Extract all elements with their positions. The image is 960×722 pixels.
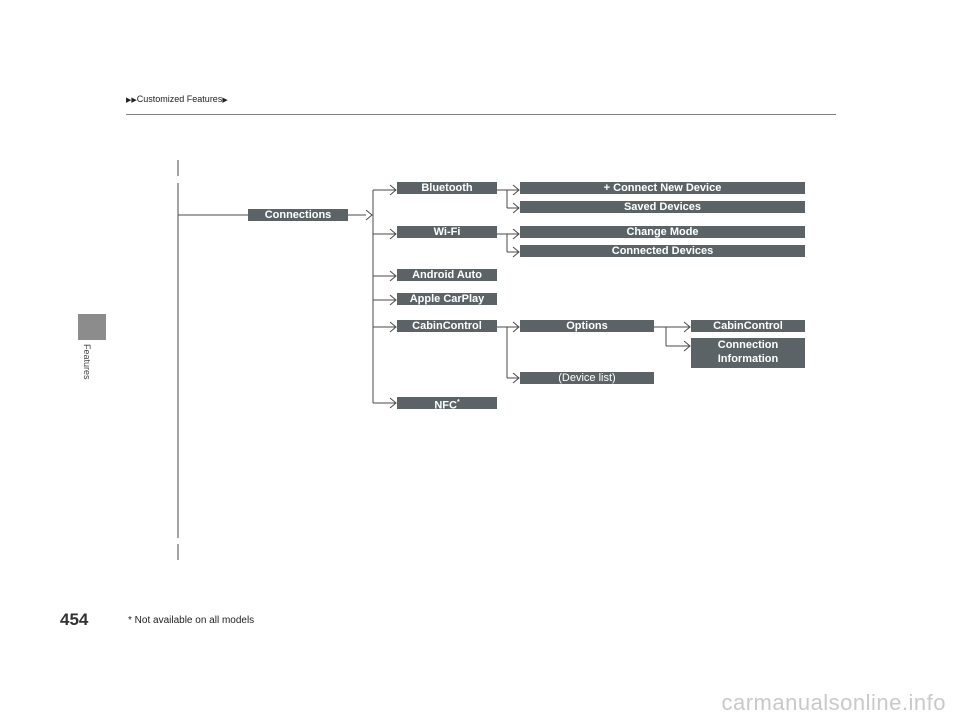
apple-carplay-node[interactable]: Apple CarPlay [397, 293, 497, 305]
footnote: * Not available on all models [128, 615, 255, 626]
change-mode-node[interactable]: Change Mode [520, 226, 805, 238]
section-tab[interactable] [78, 314, 106, 340]
options-node[interactable]: Options [520, 320, 654, 332]
connected-devices-node[interactable]: Connected Devices [520, 245, 805, 257]
connection-information-line1: Connection [717, 339, 779, 351]
connections-node[interactable]: Connections [248, 209, 348, 221]
android-auto-node[interactable]: Android Auto [397, 269, 497, 281]
double-arrow-icon: ▶▶ [126, 97, 137, 104]
nfc-label: NFC [434, 399, 457, 412]
header-rule [126, 114, 836, 115]
breadcrumb: ▶▶Customized Features▶ [126, 94, 228, 104]
bluetooth-node[interactable]: Bluetooth [397, 182, 497, 194]
connect-new-device-node[interactable]: + Connect New Device [520, 182, 805, 194]
connection-information-line2: Information [717, 353, 779, 365]
nfc-footnote-mark: * [456, 399, 460, 406]
breadcrumb-label[interactable]: Customized Features [136, 94, 223, 104]
page-number: 454 [60, 610, 89, 629]
watermark: carmanualsonline.info [721, 690, 946, 715]
cabincontrol-sub-node[interactable]: CabinControl [691, 320, 805, 332]
wifi-node[interactable]: Wi-Fi [397, 226, 497, 238]
connection-information-node[interactable]: Connection Information [691, 338, 805, 368]
arrow-icon: ▶ [222, 97, 228, 104]
saved-devices-node[interactable]: Saved Devices [520, 201, 805, 213]
cabincontrol-node[interactable]: CabinControl [397, 320, 497, 332]
nfc-node[interactable]: NFC* [397, 397, 497, 412]
device-list-node[interactable]: (Device list) [520, 372, 654, 384]
